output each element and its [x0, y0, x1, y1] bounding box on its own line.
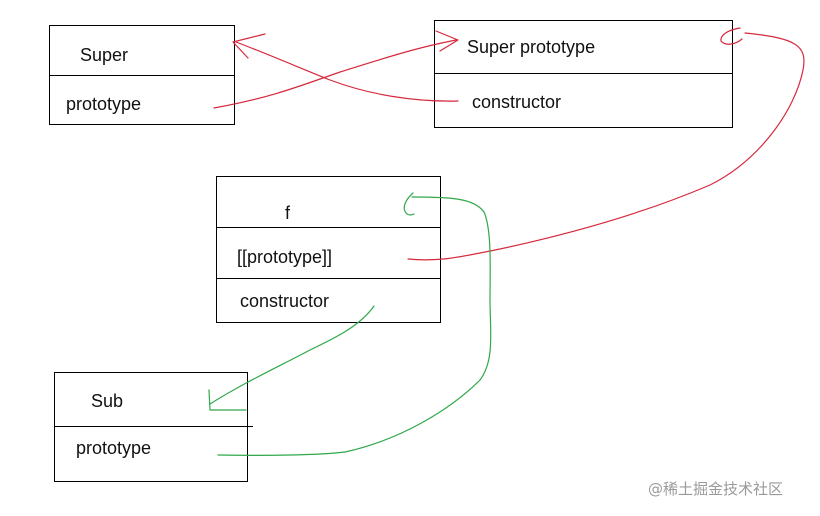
arrowhead-super	[232, 33, 266, 59]
sub-box: Sub prototype	[54, 372, 253, 482]
sub-box-title: Sub	[91, 391, 124, 411]
arrow-constructor-to-super	[235, 41, 459, 102]
super-prototype-box: Super prototype constructor	[434, 20, 733, 128]
arrow-super-prototype-to-super-prototype-object	[213, 39, 457, 109]
super-box-divider	[50, 75, 234, 76]
watermark: @稀土掘金技术社区	[648, 480, 784, 498]
sub-box-divider	[55, 426, 253, 427]
f-box-constructor-field: constructor	[240, 291, 330, 311]
super-prototype-box-constructor-field: constructor	[472, 92, 562, 112]
super-box-title: Super	[80, 45, 129, 65]
super-prototype-box-title: Super prototype	[467, 37, 596, 57]
f-box-title: f	[285, 203, 291, 223]
super-prototype-box-divider	[435, 73, 732, 74]
f-box-prototype-slot-field: [[prototype]]	[237, 247, 333, 267]
f-box-divider-1	[217, 227, 440, 228]
f-box-divider-2	[217, 278, 440, 279]
super-box: Super prototype	[49, 25, 235, 125]
f-box: f [[prototype]] constructor	[216, 176, 441, 323]
sub-box-prototype-field: prototype	[76, 438, 152, 458]
super-box-prototype-field: prototype	[66, 94, 142, 114]
